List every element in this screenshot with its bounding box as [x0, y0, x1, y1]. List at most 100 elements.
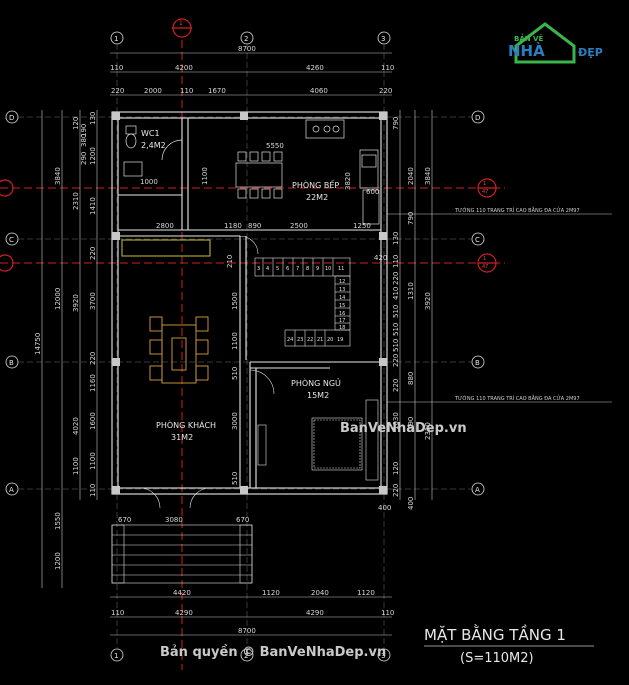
dim-right-fine-0: 790 [392, 117, 400, 130]
dim-left-fine-12: 290 [80, 152, 88, 165]
dim-left-fine-10: 120 [72, 117, 80, 130]
dim-top-r1-1: 4200 [175, 64, 193, 72]
dim-left-mid-2: 1550 [54, 512, 62, 530]
grid-row-c-right: C [475, 236, 480, 244]
grid-row-b-right: B [475, 359, 480, 367]
stair-step: 24 [287, 337, 293, 343]
section-mark-top: 1 [179, 20, 183, 27]
dim-left-fine-13: 380 [80, 134, 88, 147]
stair-step: 7 [296, 266, 299, 272]
dim-right-fine-2: 110 [392, 255, 400, 268]
stair-step: 16 [339, 311, 345, 317]
dim-bot-total: 8700 [238, 627, 256, 635]
stair-step: 12 [339, 279, 345, 285]
dim-left-mid-0: 3840 [54, 167, 62, 185]
dim-int: 210 [226, 255, 234, 268]
dim-right-fine-7: 410 [392, 287, 400, 300]
dim-right-fine-5: 220 [392, 379, 400, 392]
dim-left-in-3: 1100 [72, 457, 80, 475]
dim-left-fine-4: 220 [89, 352, 97, 365]
dim-right-mid-0: 3840 [424, 167, 432, 185]
dim-top-r2-5: 220 [379, 87, 392, 95]
dim-bot-r2-3: 110 [381, 609, 394, 617]
stair-step: 19 [337, 337, 343, 343]
grid-row-c-left: C [9, 236, 14, 244]
stair-step: 22 [307, 337, 313, 343]
dim-left-in-0: 2310 [72, 192, 80, 210]
room-name-wc: WC1 [141, 129, 160, 138]
stair-step: 10 [325, 266, 331, 272]
stair-step: 21 [317, 337, 323, 343]
dim-int: 510 [231, 472, 239, 485]
grid-row-d-left: D [9, 114, 14, 122]
dim-left-fine-0: 1200 [89, 147, 97, 165]
dim-int: 3820 [344, 172, 352, 190]
grid-col-3-top: 3 [381, 35, 385, 43]
room-labels: WC1 2,4M2 PHÒNG BẾP 22M2 PHÒNG NGỦ 15M2 … [141, 129, 341, 442]
dim-top-total: 8700 [238, 45, 256, 53]
note-leaders [387, 213, 612, 403]
bedroom-furniture [249, 369, 379, 481]
dim-top-r2-2: 110 [180, 87, 193, 95]
section-mark-right-1: 1 [483, 181, 486, 187]
dim-int: 1100 [231, 332, 239, 350]
grid-col-1-top: 1 [114, 35, 118, 43]
dim-right-fine-6: 1030 [392, 412, 400, 430]
stair-step: 18 [339, 325, 345, 331]
room-area-kitchen: 22M2 [306, 193, 328, 202]
walls [111, 111, 388, 495]
dining-table [235, 151, 283, 199]
logo-text-top: BẢN VẼ [514, 33, 543, 43]
dim-int: 1500 [231, 292, 239, 310]
grid-row-a-left: A [9, 486, 14, 494]
stair-step: 17 [339, 318, 345, 324]
dim-int: 420 [374, 254, 387, 262]
dim-top-r1-3: 110 [381, 64, 394, 72]
dim-left-fine-6: 1600 [89, 412, 97, 430]
stair-step: 3 [257, 266, 260, 272]
dim-left-fine-5: 1160 [89, 374, 97, 392]
stair-step: 4 [266, 266, 269, 272]
stair-step: 15 [339, 303, 345, 309]
dim-left-fine-11: 190 [80, 124, 88, 137]
watermark-center: BanVeNhaDep.vn [340, 421, 467, 436]
dim-right-in-4: 790 [407, 417, 415, 430]
dim-right-mid-2: 400 [407, 497, 415, 510]
dim-top-r1-2: 4260 [306, 64, 324, 72]
dim-int: 510 [231, 367, 239, 380]
dim-right-in-3: 880 [407, 372, 415, 385]
dim-bot-r2-1: 4290 [175, 609, 193, 617]
dim-right-fine-1: 130 [392, 232, 400, 245]
dimension-lines [41, 52, 433, 636]
kitchen-counter [305, 119, 380, 225]
watermark-bottom: Bản quyền © BanVeNhaDep.vn [160, 645, 386, 660]
dim-int: 400 [378, 504, 391, 512]
brand-logo[interactable]: BẢN VẼ NHÀ ĐẸP [508, 22, 603, 64]
axis-lines [0, 40, 505, 670]
dim-int: 5550 [266, 142, 284, 150]
stair-step: 13 [339, 287, 345, 293]
doors [139, 235, 259, 509]
grid-col-2-bottom: 2 [244, 652, 248, 660]
grid-col-1-bottom: 1 [114, 652, 118, 660]
dim-left-mid-3: 1200 [54, 552, 62, 570]
dim-int: 670 [118, 516, 131, 524]
dim-top-r2-1: 2000 [144, 87, 162, 95]
dim-right-fine-3: 220 [392, 272, 400, 285]
grid-col-2-top: 2 [244, 35, 248, 43]
dim-int: 1250 [353, 222, 371, 230]
stair-step: 20 [327, 337, 333, 343]
room-area-bedroom: 15M2 [307, 391, 329, 400]
dim-right-fine-9: 510 [392, 323, 400, 336]
entrance-steps [111, 524, 253, 584]
dim-left-fine-2: 220 [89, 247, 97, 260]
dim-int: 600 [366, 188, 379, 196]
dim-right-fine-12: 220 [392, 484, 400, 497]
stair-step: 6 [286, 266, 289, 272]
dim-left-fine-9: 130 [89, 112, 97, 125]
dim-right-fine-11: 120 [392, 462, 400, 475]
stair-step: 9 [316, 266, 319, 272]
dim-int: 670 [236, 516, 249, 524]
grid-row-a-right: A [475, 486, 480, 494]
